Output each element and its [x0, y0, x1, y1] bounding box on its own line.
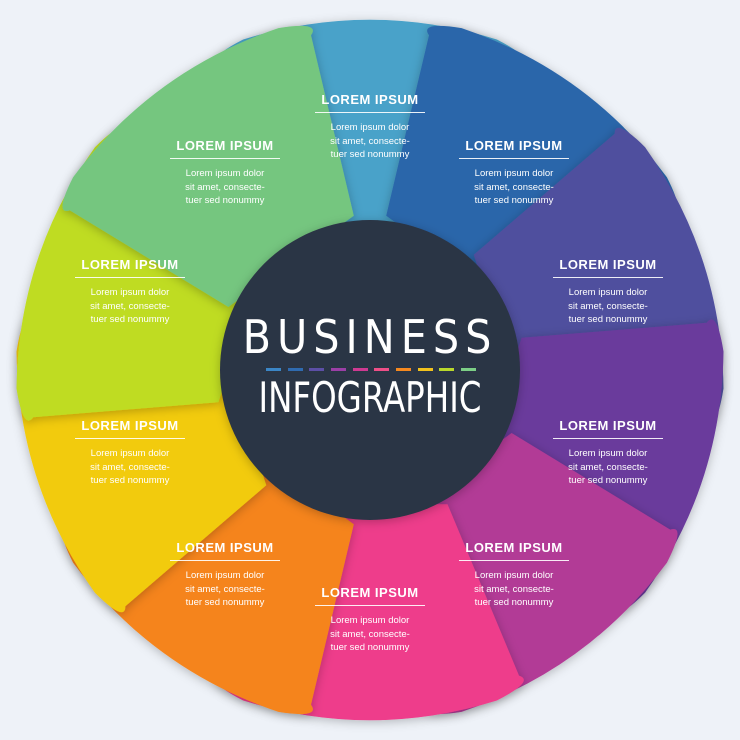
petal-title: LOREM IPSUM [553, 418, 663, 439]
petal-6-text: LOREM IPSUM Lorem ipsum dolor sit amet, co… [315, 585, 425, 655]
petal-title: LOREM IPSUM [459, 540, 569, 561]
petal-body: Lorem ipsum dolor sit amet, consecte-tuer… [81, 447, 179, 488]
color-dash-row [266, 368, 476, 372]
petal-body-line: tuer sed nonummy [90, 475, 170, 486]
petal-body: Lorem ipsum dolor sit amet, consecte-tuer… [465, 569, 563, 610]
petal-body: Lorem ipsum dolor sit amet, consecte-tuer… [176, 569, 274, 610]
color-dash-1 [266, 368, 281, 371]
petal-body: Lorem ipsum dolor sit amet, consecte-tuer… [176, 167, 274, 208]
color-dash-3 [309, 368, 325, 371]
petal-body-line: Lorem ipsum dolor [474, 570, 554, 581]
petal-body-line: Lorem ipsum dolor [185, 168, 265, 179]
petal-body-line: tuer sed nonummy [568, 475, 648, 486]
color-dash-5 [352, 368, 368, 371]
petal-body: Lorem ipsum dolor sit amet, consecte-tuer… [559, 447, 657, 488]
petal-body-line: tuer sed nonummy [330, 642, 410, 653]
color-dash-9 [439, 368, 455, 371]
petal-body: Lorem ipsum dolor sit amet, consecte-tuer… [321, 121, 419, 162]
petal-body-line: Lorem ipsum dolor [474, 168, 554, 179]
petal-title: LOREM IPSUM [315, 585, 425, 606]
color-dash-8 [417, 368, 433, 371]
center-title-infographic: INFOGRAPHIC [258, 373, 482, 422]
petal-body-line: sit amet, consecte- [185, 583, 265, 595]
center-circle [220, 220, 520, 520]
petal-10-text: LOREM IPSUM Lorem ipsum dolor sit amet, co… [170, 138, 280, 208]
petal-body-line: Lorem ipsum dolor [90, 448, 170, 459]
color-dash-6 [374, 368, 390, 371]
color-dash-10 [460, 368, 476, 371]
petal-9-text: LOREM IPSUM Lorem ipsum dolor sit amet, co… [75, 257, 185, 327]
petal-body-line: sit amet, consecte- [90, 461, 170, 473]
petal-title: LOREM IPSUM [553, 257, 663, 278]
petal-title: LOREM IPSUM [170, 540, 280, 561]
petal-3-text: LOREM IPSUM Lorem ipsum dolor sit amet, co… [553, 257, 663, 327]
petal-2-text: LOREM IPSUM Lorem ipsum dolor sit amet, co… [459, 138, 569, 208]
petal-title: LOREM IPSUM [75, 257, 185, 278]
petal-body-line: sit amet, consecte- [474, 583, 554, 595]
petal-body-line: Lorem ipsum dolor [568, 448, 648, 459]
petal-body-line: tuer sed nonummy [185, 195, 265, 206]
petal-7-text: LOREM IPSUM Lorem ipsum dolor sit amet, co… [170, 540, 280, 610]
petal-body-line: tuer sed nonummy [185, 597, 265, 608]
petal-body-line: tuer sed nonummy [90, 314, 170, 325]
petal-body-line: tuer sed nonummy [474, 195, 554, 206]
petal-body-line: sit amet, consecte- [474, 181, 554, 193]
petal-body: Lorem ipsum dolor sit amet, consecte-tuer… [321, 614, 419, 655]
petal-body-line: Lorem ipsum dolor [330, 615, 410, 626]
petal-body-line: Lorem ipsum dolor [185, 570, 265, 581]
petal-title: LOREM IPSUM [75, 418, 185, 439]
center-title-business: BUSINESS [242, 310, 498, 364]
petal-4-text: LOREM IPSUM Lorem ipsum dolor sit amet, co… [553, 418, 663, 488]
petal-body-line: Lorem ipsum dolor [330, 122, 410, 133]
petal-body-line: sit amet, consecte- [330, 135, 410, 147]
petal-body-line: tuer sed nonummy [330, 149, 410, 160]
petal-5-text: LOREM IPSUM Lorem ipsum dolor sit amet, co… [459, 540, 569, 610]
petal-title: LOREM IPSUM [315, 92, 425, 113]
petal-body-line: Lorem ipsum dolor [568, 287, 648, 298]
color-dash-2 [287, 368, 303, 371]
petal-title: LOREM IPSUM [170, 138, 280, 159]
petal-1-text: LOREM IPSUM Lorem ipsum dolor sit amet, co… [315, 92, 425, 162]
petal-10 [62, 25, 354, 307]
petal-title: LOREM IPSUM [459, 138, 569, 159]
petal-body-line: tuer sed nonummy [474, 597, 554, 608]
petal-body-line: tuer sed nonummy [568, 314, 648, 325]
petal-body: Lorem ipsum dolor sit amet, consecte-tuer… [559, 286, 657, 327]
petal-body-line: sit amet, consecte- [568, 461, 648, 473]
petal-body-line: Lorem ipsum dolor [90, 287, 170, 298]
color-dash-7 [395, 368, 411, 371]
petal-body: Lorem ipsum dolor sit amet, consecte-tuer… [81, 286, 179, 327]
petal-body: Lorem ipsum dolor sit amet, consecte-tuer… [465, 167, 563, 208]
petal-body-line: sit amet, consecte- [90, 300, 170, 312]
petal-body-line: sit amet, consecte- [568, 300, 648, 312]
petal-8-text: LOREM IPSUM Lorem ipsum dolor sit amet, co… [75, 418, 185, 488]
color-dash-4 [330, 368, 346, 371]
petal-body-line: sit amet, consecte- [185, 181, 265, 193]
petal-body-line: sit amet, consecte- [330, 628, 410, 640]
